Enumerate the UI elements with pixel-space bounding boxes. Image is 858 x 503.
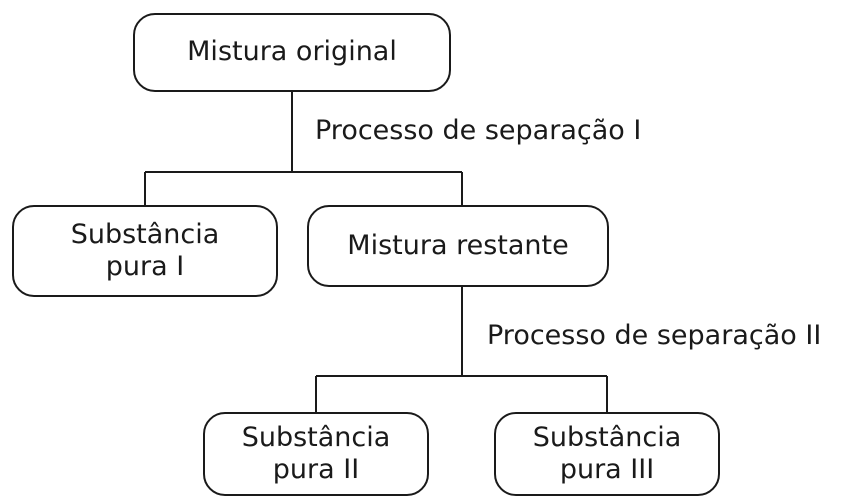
pure-substance-2-line1: Substância [241, 421, 391, 453]
pure-substance-1-node: Substância pura I [12, 205, 278, 297]
separation-process-1-label: Processo de separação I [315, 115, 642, 146]
remaining-mixture-node: Mistura restante [307, 205, 609, 287]
pure-substance-1-line2: pura I [105, 251, 185, 282]
pure-substance-2-node: Substância pura II [203, 412, 429, 496]
pure-substance-2-line2: pura II [272, 454, 360, 485]
pure-substance-3-node: Substância pura III [494, 412, 720, 496]
pure-substance-3-line1: Substância [532, 421, 682, 453]
separation-process-2-label: Processo de separação II [487, 320, 822, 351]
remaining-mixture-label: Mistura restante [347, 229, 569, 261]
pure-substance-1-line1: Substância [70, 218, 220, 250]
original-mixture-node: Mistura original [133, 13, 451, 92]
pure-substance-3-line2: pura III [559, 454, 655, 485]
original-mixture-label: Mistura original [187, 36, 397, 68]
